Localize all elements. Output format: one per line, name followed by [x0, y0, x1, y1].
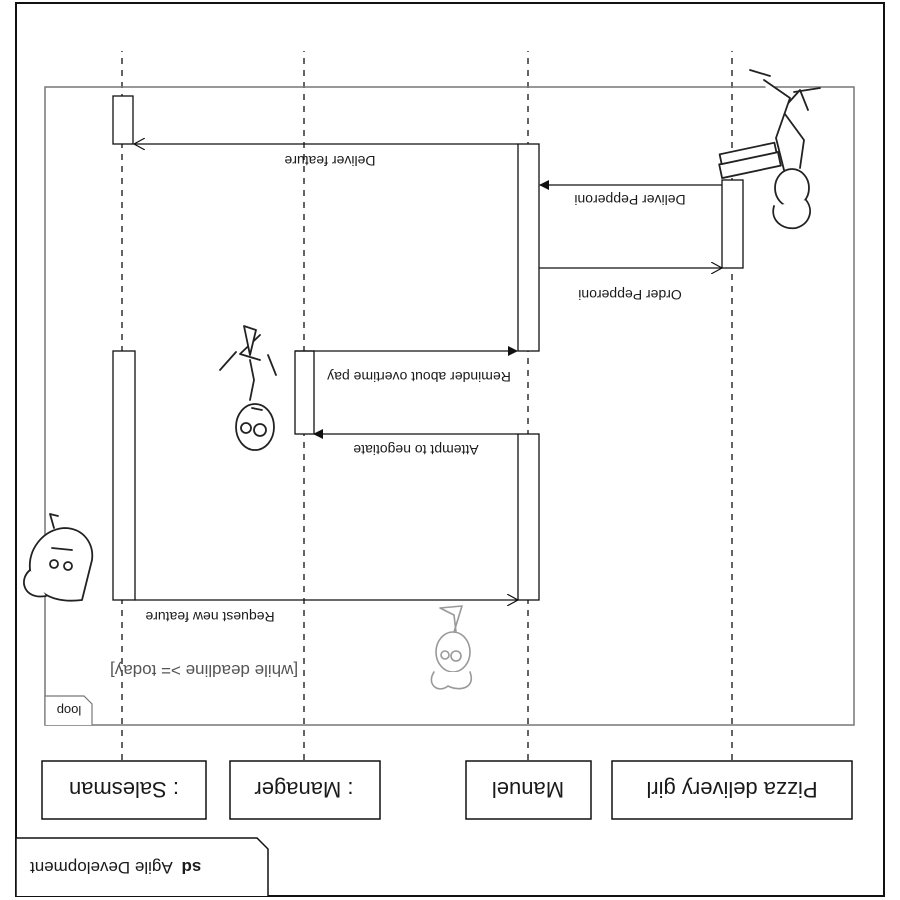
loop-tab — [44, 695, 93, 725]
cartoon-salesman-icon — [23, 513, 94, 602]
activation-pizza — [721, 179, 744, 269]
loop-guard: [while deadline >= today] — [110, 661, 298, 680]
sd-frame-tab — [15, 837, 269, 896]
activation-salesman-top — [112, 95, 134, 145]
message-labels: Request new feature Attempt to negotiate… — [145, 153, 685, 625]
sd-frame — [15, 2, 885, 897]
loop-operator: loop — [57, 703, 82, 718]
frame-title-text: Agile Development — [30, 858, 173, 877]
cartoon-manuel-icon — [430, 605, 473, 690]
activation-manager — [294, 350, 315, 435]
label-deliver-pepperoni: Deliver Pepperoni — [574, 192, 685, 208]
participant-label: Pizza delivery girl — [646, 777, 817, 802]
participant-box — [465, 760, 592, 820]
loop-fragment: loop [while deadline >= today] — [44, 86, 855, 726]
messages — [134, 144, 722, 600]
loop-frame — [44, 86, 855, 726]
lifelines — [121, 51, 733, 760]
participant-pizza[interactable]: Pizza delivery girl — [611, 760, 853, 820]
frame-title: sd Agile Development — [30, 858, 202, 877]
participant-label: Manuel — [492, 777, 564, 802]
activation-salesman-main — [112, 350, 136, 601]
cartoon-manager-icon — [219, 325, 277, 451]
participant-manuel[interactable]: Manuel — [465, 760, 592, 820]
activation-manuel-lower — [517, 433, 540, 601]
label-attempt-to-negotiate: Attempt to negotiate — [353, 442, 479, 458]
participants: Pizza delivery girl Manuel : Manager : S… — [41, 760, 853, 820]
participant-box — [41, 760, 207, 820]
label-reminder-overtime-pay: Reminder about overtime pay — [327, 369, 511, 385]
activation-manuel-upper — [517, 143, 540, 352]
label-order-pepperoni: Order Pepperoni — [578, 287, 682, 303]
participant-salesman[interactable]: : Salesman — [41, 760, 207, 820]
participant-box — [229, 760, 381, 820]
label-deliver-feature: Deliver feature — [284, 153, 375, 169]
label-request-new-feature: Request new feature — [145, 609, 274, 625]
activations — [112, 95, 744, 601]
frame-keyword: sd — [182, 858, 202, 877]
participant-label: : Salesman — [69, 777, 179, 802]
participant-box — [611, 760, 853, 820]
cartoon-pizza-girl-icon — [718, 69, 821, 230]
participant-manager[interactable]: : Manager — [229, 760, 381, 820]
participant-label: : Manager — [254, 777, 353, 802]
